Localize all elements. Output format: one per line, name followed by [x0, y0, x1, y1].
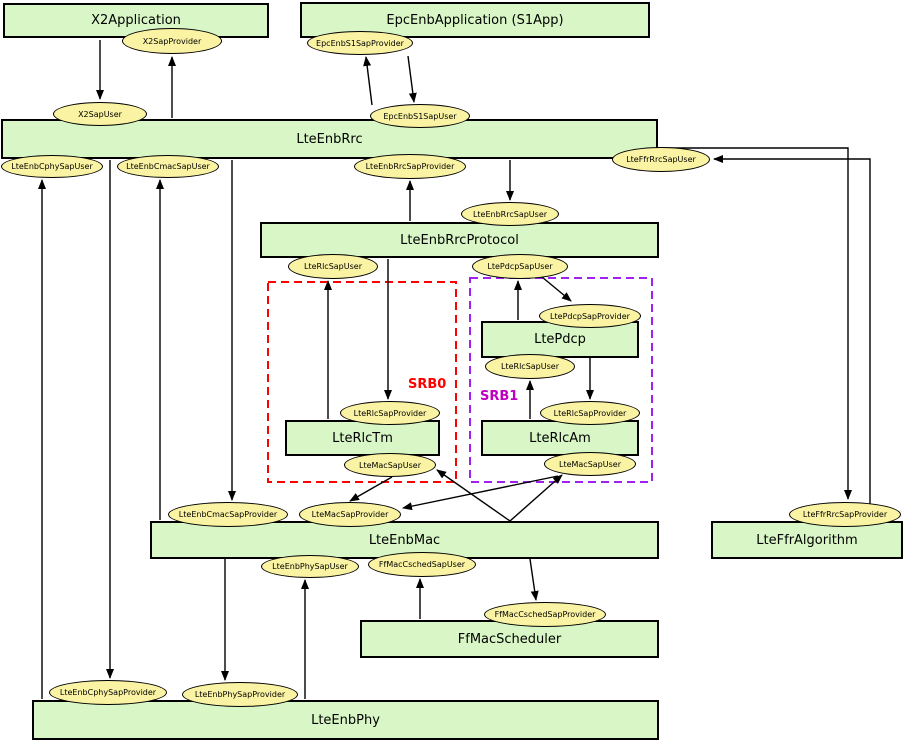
- srb1-region-label: SRB1: [480, 389, 519, 404]
- lte-enb-phy-sap-user-ellipse: LteEnbPhySapUser: [261, 555, 359, 578]
- arrow: [658, 147, 852, 500]
- srb0-region-label: SRB0: [408, 377, 447, 392]
- box-lte-rlc-am: LteRlcAm: [481, 420, 639, 456]
- srb1-region: [469, 277, 653, 483]
- lte-enb-cmac-sap-provider-ellipse: LteEnbCmacSapProvider: [168, 502, 288, 527]
- lte-pdcp-sap-user-ellipse: LtePdcpSapUser: [472, 254, 568, 279]
- lte-rlc-sap-provider-am-ellipse: LteRlcSapProvider: [540, 401, 640, 425]
- lte-enb-cmac-sap-user-ellipse: LteEnbCmacSapUser: [117, 155, 219, 178]
- srb0-region: [267, 281, 457, 483]
- arrow: [541, 276, 572, 302]
- arrow: [509, 474, 563, 522]
- arrow: [713, 155, 871, 521]
- lte-ffr-rrc-sap-user-ellipse: LteFfrRrcSapUser: [612, 147, 710, 172]
- x2-sap-provider-ellipse: X2SapProvider: [122, 28, 222, 54]
- lte-enb-phy-sap-provider-ellipse: LteEnbPhySapProvider: [182, 682, 298, 707]
- lte-mac-sap-user-tm-ellipse: LteMacSapUser: [344, 453, 436, 477]
- box-lte-enb-phy: LteEnbPhy: [32, 700, 659, 740]
- lte-pdcp-sap-provider-ellipse: LtePdcpSapProvider: [539, 304, 641, 328]
- arrow: [349, 476, 393, 502]
- box-ff-mac-scheduler: FfMacScheduler: [360, 620, 659, 658]
- lte-enb-cphy-sap-provider-ellipse: LteEnbCphySapProvider: [49, 680, 167, 705]
- arrow: [363, 56, 373, 106]
- box-lte-enb-rrc-protocol: LteEnbRrcProtocol: [260, 222, 659, 258]
- arrow: [402, 475, 559, 511]
- lte-enb-rrc-sap-user-ellipse: LteEnbRrcSapUser: [461, 202, 559, 226]
- arrow: [529, 558, 539, 601]
- box-x2-application: X2Application: [3, 3, 269, 38]
- lte-ffr-rrc-sap-provider-ellipse: LteFfrRrcSapProvider: [789, 502, 901, 527]
- epc-enb-s1-sap-provider-ellipse: EpcEnbS1SapProvider: [307, 31, 413, 55]
- lte-mac-sap-user-am-ellipse: LteMacSapUser: [544, 452, 636, 476]
- x2-sap-user-ellipse: X2SapUser: [53, 102, 147, 126]
- epc-enb-s1-sap-user-ellipse: EpcEnbS1SapUser: [370, 104, 470, 128]
- arrow: [436, 469, 511, 522]
- ff-mac-csched-sap-provider-ellipse: FfMacCschedSapProvider: [484, 602, 606, 627]
- lte-rlc-sap-user-rrcprotocol-ellipse: LteRlcSapUser: [288, 254, 378, 279]
- arrow: [407, 55, 417, 103]
- lte-rlc-sap-user-pdcp-ellipse: LteRlcSapUser: [485, 354, 575, 379]
- ff-mac-csched-sap-user-ellipse: FfMacCschedSapUser: [368, 552, 476, 577]
- lte-enb-rrc-sap-provider-ellipse: LteEnbRrcSapProvider: [354, 154, 466, 179]
- lte-mac-sap-provider-ellipse: LteMacSapProvider: [299, 502, 401, 527]
- lte-enb-cphy-sap-user-ellipse: LteEnbCphySapUser: [1, 155, 103, 178]
- box-lte-pdcp: LtePdcp: [481, 321, 639, 358]
- lte-rlc-sap-provider-tm-ellipse: LteRlcSapProvider: [340, 401, 440, 425]
